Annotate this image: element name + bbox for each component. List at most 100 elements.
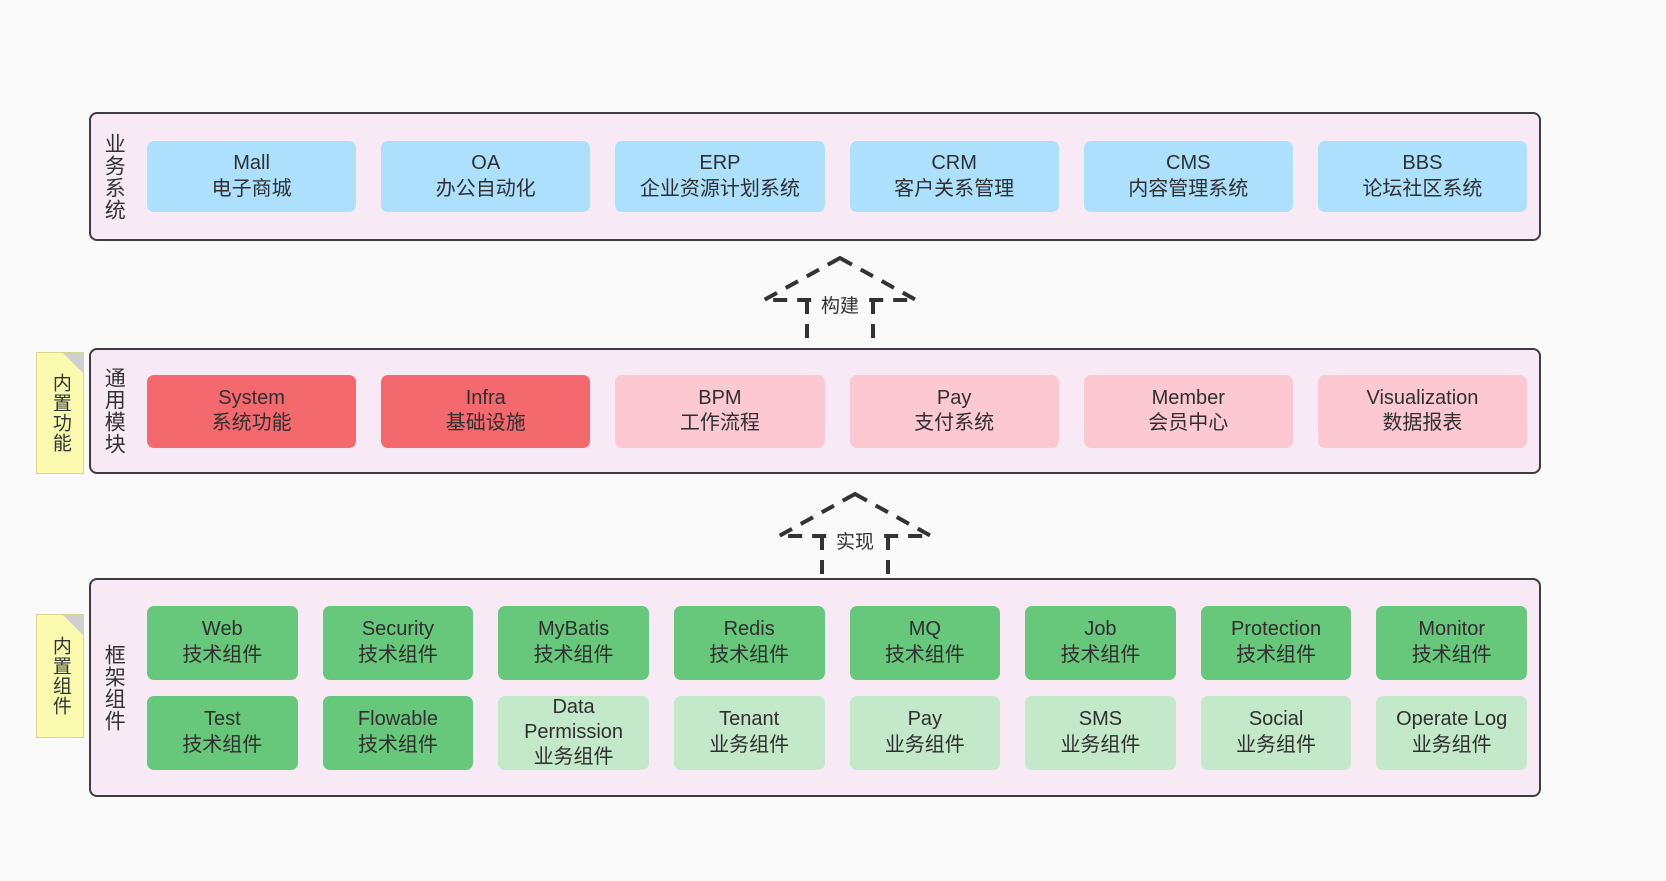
card-bpm[interactable]: BPM 工作流程 bbox=[615, 374, 825, 448]
card-monitor[interactable]: Monitor 技术组件 bbox=[1376, 605, 1527, 680]
business-row: Mall 电子商城 OA 办公自动化 ERP 企业资源计划系统 CRM 客户关系… bbox=[147, 141, 1528, 212]
card-erp[interactable]: ERP 企业资源计划系统 bbox=[615, 141, 825, 212]
card-crm[interactable]: CRM 客户关系管理 bbox=[849, 141, 1059, 212]
layer-common-modules: 通用模块 System 系统功能 Infra 基础设施 BPM 工作流程 bbox=[89, 348, 1541, 474]
layer-business-systems: 业务系统 Mall 电子商城 OA 办公自动化 ERP 企业资源计划系统 bbox=[89, 112, 1541, 241]
layer-title-framework-components: 框架组件 bbox=[102, 643, 126, 732]
card-title: CRM bbox=[931, 152, 977, 175]
card-title: OA bbox=[471, 152, 501, 175]
connector-stem bbox=[820, 536, 890, 586]
layer-framework-components: 框架组件 Web 技术组件 Security 技术组件 MyBatis 技术组件 bbox=[89, 578, 1541, 797]
business-rows: Mall 电子商城 OA 办公自动化 ERP 企业资源计划系统 CRM 客户关系… bbox=[145, 141, 1529, 212]
layer-common-card-area: System 系统功能 Infra 基础设施 BPM 工作流程 Pay 支付系统 bbox=[135, 350, 1539, 472]
card-subtitle: 论坛社区系统 bbox=[1362, 177, 1483, 200]
card-job[interactable]: Job 技术组件 bbox=[1025, 605, 1176, 680]
card-pay-module[interactable]: Pay 支付系统 bbox=[849, 374, 1059, 448]
layer-business-card-area: Mall 电子商城 OA 办公自动化 ERP 企业资源计划系统 CRM 客户关系… bbox=[135, 114, 1539, 239]
card-title: Protection bbox=[1231, 618, 1322, 641]
card-test[interactable]: Test 技术组件 bbox=[147, 695, 298, 770]
card-subtitle: 支付系统 bbox=[914, 412, 995, 434]
card-infra[interactable]: Infra 基础设施 bbox=[381, 374, 591, 448]
card-title: Social bbox=[1248, 708, 1304, 731]
card-subtitle: 业务组件 bbox=[709, 733, 790, 756]
card-operate-log[interactable]: Operate Log 业务组件 bbox=[1376, 695, 1527, 770]
card-mq[interactable]: MQ 技术组件 bbox=[849, 605, 1001, 680]
card-subtitle: 工作流程 bbox=[679, 412, 760, 434]
card-mall[interactable]: Mall 电子商城 bbox=[147, 141, 357, 212]
card-security[interactable]: Security 技术组件 bbox=[322, 605, 474, 680]
card-title: Flowable bbox=[357, 708, 438, 731]
card-subtitle: 数据报表 bbox=[1382, 412, 1463, 434]
card-subtitle: 技术组件 bbox=[357, 643, 438, 666]
layer-framework-card-area: Web 技术组件 Security 技术组件 MyBatis 技术组件 Redi… bbox=[135, 580, 1539, 795]
card-subtitle: 企业资源计划系统 bbox=[639, 177, 800, 200]
card-web[interactable]: Web 技术组件 bbox=[147, 605, 298, 680]
card-subtitle: 技术组件 bbox=[182, 643, 263, 666]
connector-label-realize: 实现 bbox=[832, 527, 878, 554]
card-social[interactable]: Social 业务组件 bbox=[1200, 695, 1352, 770]
card-title: MyBatis bbox=[538, 618, 610, 641]
connector-realize: 实现 bbox=[767, 490, 943, 586]
card-title: Member bbox=[1151, 386, 1225, 409]
card-data-permission[interactable]: Data Permission 业务组件 bbox=[498, 695, 649, 770]
connector-stem bbox=[805, 300, 875, 350]
note-built-in-components: 内置组件 bbox=[36, 614, 84, 738]
note-label: 内置组件 bbox=[49, 636, 71, 716]
card-subtitle: 内容管理系统 bbox=[1128, 177, 1249, 200]
card-subtitle: 技术组件 bbox=[1236, 643, 1317, 666]
card-subtitle: 电子商城 bbox=[211, 177, 292, 200]
card-oa[interactable]: OA 办公自动化 bbox=[381, 141, 591, 212]
card-title: System bbox=[218, 386, 285, 409]
card-subtitle: 业务组件 bbox=[533, 746, 614, 769]
card-member[interactable]: Member 会员中心 bbox=[1083, 374, 1293, 448]
connector-build: 构建 bbox=[752, 254, 928, 350]
card-sms[interactable]: SMS 业务组件 bbox=[1025, 695, 1176, 770]
note-fold-corner-icon bbox=[63, 615, 83, 635]
framework-row-business: Test 技术组件 Flowable 技术组件 Data Permission … bbox=[147, 695, 1527, 770]
card-subtitle: 业务组件 bbox=[1411, 733, 1492, 756]
card-pay-component[interactable]: Pay 业务组件 bbox=[849, 695, 1001, 770]
card-title: Redis bbox=[723, 618, 775, 641]
note-built-in-functions: 内置功能 bbox=[36, 352, 84, 474]
card-flowable[interactable]: Flowable 技术组件 bbox=[322, 695, 474, 770]
card-title: Job bbox=[1084, 618, 1117, 641]
card-subtitle: 办公自动化 bbox=[435, 177, 536, 200]
card-title: Data Permission bbox=[524, 695, 624, 743]
card-title: ERP bbox=[699, 152, 741, 175]
card-title: Test bbox=[203, 708, 241, 731]
card-title: BBS bbox=[1402, 152, 1443, 175]
card-visualization[interactable]: Visualization 数据报表 bbox=[1317, 374, 1528, 448]
card-subtitle: 技术组件 bbox=[709, 643, 790, 666]
card-subtitle: 基础设施 bbox=[445, 412, 526, 434]
card-protection[interactable]: Protection 技术组件 bbox=[1200, 605, 1352, 680]
card-subtitle: 业务组件 bbox=[1236, 733, 1317, 756]
card-subtitle: 会员中心 bbox=[1148, 412, 1229, 434]
card-title: Web bbox=[201, 618, 243, 641]
card-subtitle: 技术组件 bbox=[1060, 643, 1141, 666]
card-title: SMS bbox=[1078, 708, 1123, 731]
card-mybatis[interactable]: MyBatis 技术组件 bbox=[498, 605, 649, 680]
card-subtitle: 业务组件 bbox=[884, 733, 965, 756]
card-subtitle: 技术组件 bbox=[182, 733, 263, 756]
card-redis[interactable]: Redis 技术组件 bbox=[673, 605, 825, 680]
connector-label-build: 构建 bbox=[817, 291, 863, 318]
card-bbs[interactable]: BBS 论坛社区系统 bbox=[1317, 141, 1528, 212]
framework-row-technical: Web 技术组件 Security 技术组件 MyBatis 技术组件 Redi… bbox=[147, 605, 1527, 680]
card-title: CMS bbox=[1166, 152, 1211, 175]
card-subtitle: 技术组件 bbox=[884, 643, 965, 666]
common-row: System 系统功能 Infra 基础设施 BPM 工作流程 Pay 支付系统 bbox=[147, 374, 1528, 448]
card-tenant[interactable]: Tenant 业务组件 bbox=[673, 695, 825, 770]
card-title: Operate Log bbox=[1396, 708, 1508, 731]
card-cms[interactable]: CMS 内容管理系统 bbox=[1083, 141, 1293, 212]
layer-title-business-systems: 业务系统 bbox=[102, 132, 126, 221]
note-label: 内置功能 bbox=[49, 373, 71, 453]
card-subtitle: 技术组件 bbox=[1411, 643, 1492, 666]
card-subtitle: 技术组件 bbox=[357, 733, 438, 756]
card-title: Security bbox=[361, 618, 435, 641]
card-title: BPM bbox=[698, 386, 742, 409]
card-title: Pay bbox=[936, 386, 972, 409]
card-system[interactable]: System 系统功能 bbox=[147, 374, 357, 448]
card-subtitle: 客户关系管理 bbox=[894, 177, 1015, 200]
framework-rows: Web 技术组件 Security 技术组件 MyBatis 技术组件 Redi… bbox=[145, 605, 1529, 770]
